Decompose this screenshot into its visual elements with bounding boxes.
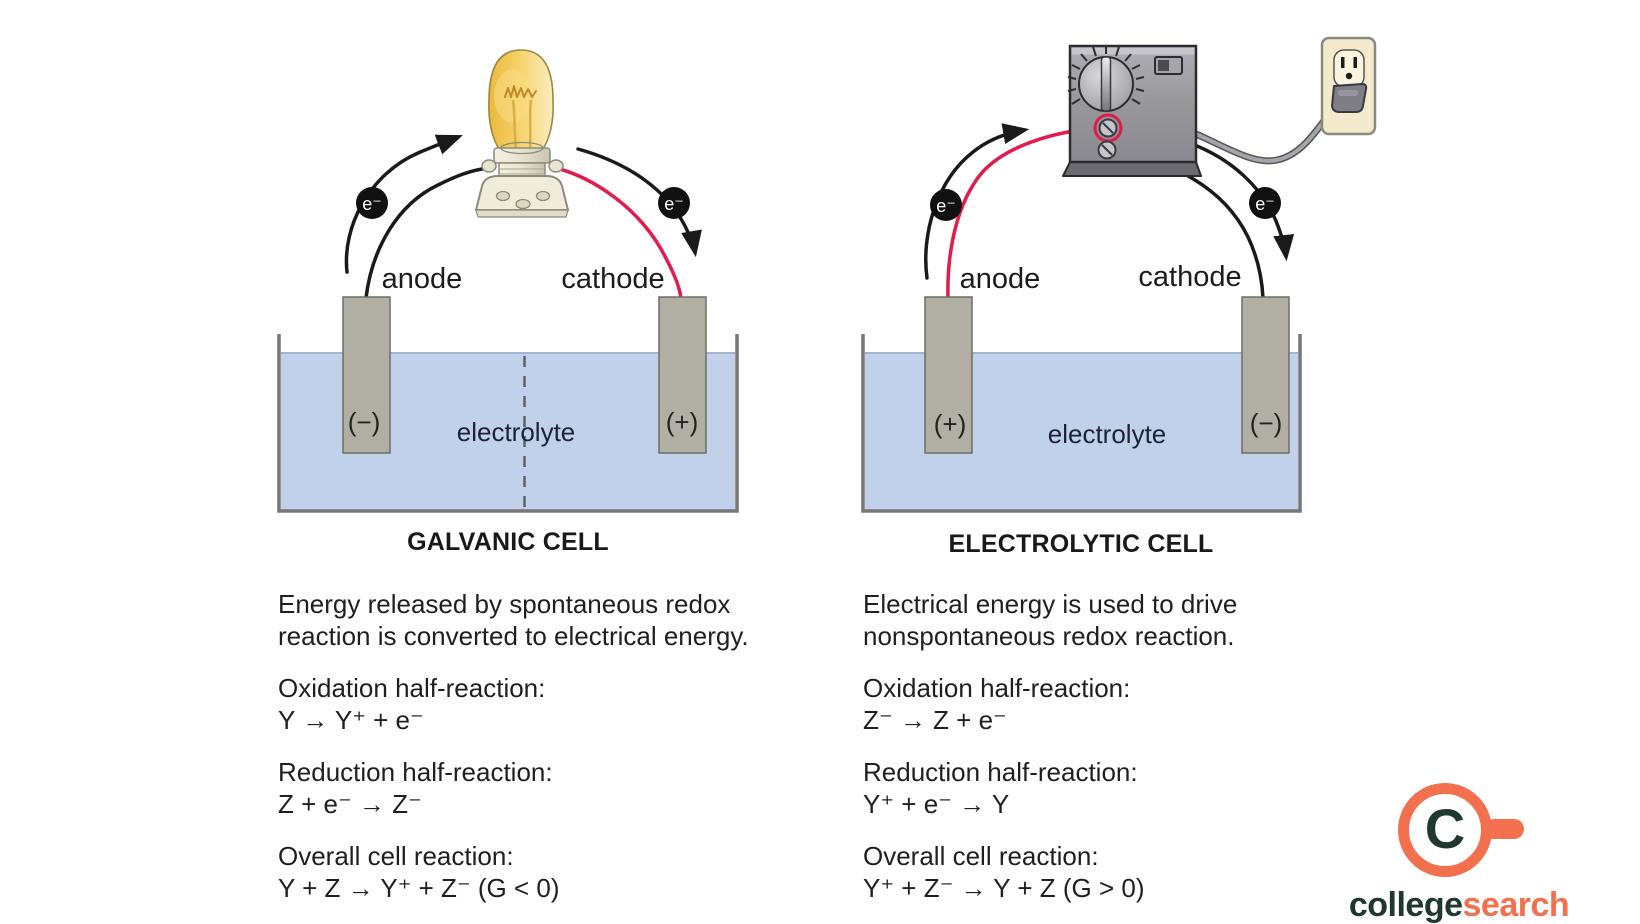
reduction-section: Reduction half-reaction: Z + e⁻ → Z⁻ xyxy=(278,756,768,820)
galvanic-anode-electrode xyxy=(342,296,391,454)
electrolytic-anode-wire xyxy=(946,126,1102,300)
description-line: Energy released by spontaneous redox xyxy=(278,589,731,619)
reaction-heading: Oxidation half-reaction: xyxy=(863,673,1131,703)
galvanic-tank-walls xyxy=(277,334,739,513)
reaction-equation: Y⁺ + e⁻ → Y xyxy=(863,789,1010,819)
description-line: reaction is converted to electrical ener… xyxy=(278,621,749,651)
galvanic-cathode-wire xyxy=(554,166,683,300)
logo-monogram: C xyxy=(1424,797,1466,860)
reaction-equation: Z + e⁻ → Z⁻ xyxy=(278,789,422,819)
cells-diagram: anode cathode (−) (+) electrolyte e⁻ e⁻ xyxy=(277,36,1377,513)
electron-symbol: e⁻ xyxy=(664,194,684,214)
galvanic-cathode-sign: (+) xyxy=(666,407,699,437)
reaction-equation: Y⁺ + Z⁻ → Y + Z (G > 0) xyxy=(863,873,1145,903)
electron-symbol: e⁻ xyxy=(936,196,956,216)
galvanic-anode-sign: (−) xyxy=(348,407,381,437)
galvanic-cell-title: GALVANIC CELL xyxy=(407,528,609,556)
oxidation-section: Oxidation half-reaction: Z⁻ → Z + e⁻ xyxy=(863,672,1333,736)
plug-icon xyxy=(1330,82,1368,113)
wall-outlet-icon xyxy=(1320,36,1377,136)
electron-badge: e⁻ xyxy=(658,187,690,219)
galvanic-anode-wire xyxy=(364,166,491,300)
overall-section: Overall cell reaction: Y + Z → Y⁺ + Z⁻ (… xyxy=(278,840,768,904)
galvanic-electrolyte-label: electrolyte xyxy=(457,417,576,447)
reaction-equation: Z⁻ → Z + e⁻ xyxy=(863,705,1007,735)
electrolytic-electron-arrow-left xyxy=(924,123,1030,280)
reduction-section: Reduction half-reaction: Y⁺ + e⁻ → Y xyxy=(863,756,1333,820)
electrolytic-cell-title: ELECTROLYTIC CELL xyxy=(948,530,1214,558)
positive-terminal xyxy=(1093,113,1123,143)
light-bulb-icon xyxy=(475,49,569,218)
description-line: Electrical energy is used to drive xyxy=(863,589,1238,619)
logo-text-search: search xyxy=(1462,886,1570,924)
electrolytic-anode-electrode xyxy=(924,296,973,454)
electrolytic-cathode-sign: (−) xyxy=(1250,408,1283,438)
magnifier-handle-icon xyxy=(1484,819,1524,839)
electrolytic-cell-diagram: anode cathode (+) (−) electrolyte e⁻ e⁻ xyxy=(861,36,1377,513)
electrolytic-cathode-electrode xyxy=(1241,296,1290,454)
electrolytic-anode-label: anode xyxy=(960,263,1041,295)
description-line: nonspontaneous redox reaction. xyxy=(863,621,1235,651)
electron-symbol: e⁻ xyxy=(1255,194,1275,214)
galvanic-anode-label: anode xyxy=(382,263,463,295)
electrolytic-description: Electrical energy is used to drive nonsp… xyxy=(863,588,1333,652)
oxidation-section: Oxidation half-reaction: Y → Y⁺ + e⁻ xyxy=(278,672,768,736)
electrolytic-tank-walls xyxy=(861,334,1302,513)
electrolytic-anode-sign: (+) xyxy=(934,409,967,439)
reaction-equation: Y → Y⁺ + e⁻ xyxy=(278,705,424,735)
reaction-heading: Reduction half-reaction: xyxy=(278,757,553,787)
reaction-heading: Overall cell reaction: xyxy=(863,841,1099,871)
reaction-equation: Y + Z → Y⁺ + Z⁻ (G < 0) xyxy=(278,873,560,903)
reaction-heading: Overall cell reaction: xyxy=(278,841,514,871)
overall-section: Overall cell reaction: Y⁺ + Z⁻ → Y + Z (… xyxy=(863,840,1333,904)
reaction-heading: Reduction half-reaction: xyxy=(863,757,1138,787)
electrolytic-electrolyte-label: electrolyte xyxy=(1048,419,1167,449)
galvanic-electron-arrow-left xyxy=(344,134,463,274)
galvanic-cathode-label: cathode xyxy=(561,263,664,295)
electrolytic-cathode-label: cathode xyxy=(1138,261,1241,293)
logo-wordmark: collegesearch xyxy=(1334,886,1584,924)
dial-indicator-slot xyxy=(1100,56,1112,112)
dial-ticks xyxy=(1067,45,1145,105)
power-cord-core xyxy=(1195,105,1336,163)
negative-terminal xyxy=(1097,140,1117,160)
power-switch xyxy=(1154,56,1183,75)
logo-text-college: college xyxy=(1348,886,1463,924)
galvanic-cell-text: Energy released by spontaneous redox rea… xyxy=(278,588,768,924)
electron-badge: e⁻ xyxy=(930,189,962,221)
galvanic-description: Energy released by spontaneous redox rea… xyxy=(278,588,768,652)
galvanic-cathode-electrode xyxy=(658,296,707,454)
power-supply-icon xyxy=(1062,44,1202,177)
electrolytic-cell-text: Electrical energy is used to drive nonsp… xyxy=(863,588,1333,924)
galvanic-cell-diagram: anode cathode (−) (+) electrolyte e⁻ e⁻ xyxy=(277,49,739,513)
electron-badge: e⁻ xyxy=(1249,187,1281,219)
magnifier-ring-icon: C xyxy=(1398,783,1492,877)
electron-symbol: e⁻ xyxy=(362,194,382,214)
reaction-heading: Oxidation half-reaction: xyxy=(278,673,546,703)
electron-badge: e⁻ xyxy=(356,187,388,219)
